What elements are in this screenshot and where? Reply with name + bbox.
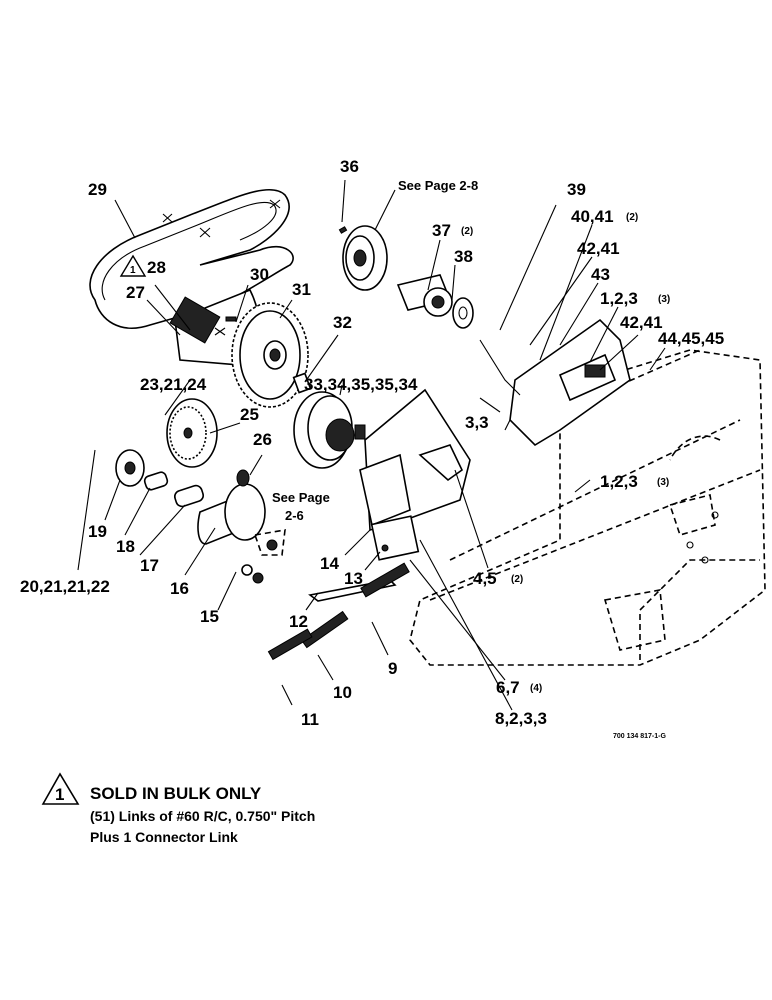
see-page-2-8: See Page 2-8 <box>398 178 478 193</box>
qty-40-41: (2) <box>626 212 638 223</box>
callout-32: 32 <box>333 313 352 332</box>
callout-27: 27 <box>126 283 145 302</box>
note-line-2: Plus 1 Connector Link <box>90 829 238 845</box>
v-belt <box>89 188 294 329</box>
callout-31: 31 <box>292 280 311 299</box>
callout-15: 15 <box>200 607 219 626</box>
callout-12: 12 <box>289 612 308 631</box>
figure-number: 700 134 817-1-G <box>613 733 666 740</box>
bulk-note: 1 SOLD IN BULK ONLY (51) Links of #60 R/… <box>41 772 315 845</box>
top-pulley-assembly <box>338 225 474 329</box>
callout-42-41-top: 42,41 <box>577 239 620 258</box>
see-page-2-6-line1: See Page <box>272 490 330 505</box>
qty-6-7: (4) <box>530 683 542 694</box>
callout-1-2-3-top: 1,2,3 <box>600 289 638 308</box>
qty-1-2-3-bottom: (3) <box>657 477 669 488</box>
callout-19: 19 <box>88 522 107 541</box>
callout-43: 43 <box>591 265 610 284</box>
callout-6-7: 6,7 <box>496 678 520 697</box>
callout-1-2-3-bottom: 1,2,3 <box>600 472 638 491</box>
callout-16: 16 <box>170 579 189 598</box>
callout-26: 26 <box>253 430 272 449</box>
page-references: See Page 2-8 See Page 2-6 <box>272 178 478 523</box>
callout-17: 17 <box>140 556 159 575</box>
callout-30: 30 <box>250 265 269 284</box>
callout-14: 14 <box>320 554 339 573</box>
callout-10: 10 <box>333 683 352 702</box>
large-sprocket <box>231 302 309 408</box>
callout-20-21-21-22: 20,21,21,22 <box>20 577 110 596</box>
callout-37: 37 <box>432 221 451 240</box>
qty-4-5: (2) <box>511 574 523 585</box>
leader-lines <box>77 179 666 711</box>
callout-25: 25 <box>240 405 259 424</box>
note-triangle-icon <box>41 772 80 805</box>
mounting-plate <box>359 388 471 561</box>
callout-8-2-3-3: 8,2,3,3 <box>495 709 547 728</box>
note-title: SOLD IN BULK ONLY <box>90 784 262 803</box>
qty-37: (2) <box>461 226 473 237</box>
lower-pulley-assembly <box>115 398 286 556</box>
bulk-marker-triangle: 1 <box>119 254 147 277</box>
qty-1-2-3-top: (3) <box>658 294 670 305</box>
note-symbol-number: 1 <box>55 785 64 804</box>
support-bracket <box>479 318 631 447</box>
callout-38: 38 <box>454 247 473 266</box>
header-frame <box>409 349 766 666</box>
callout-39: 39 <box>567 180 586 199</box>
see-page-2-6-line2: 2-6 <box>285 508 304 523</box>
callout-3-3: 3,3 <box>465 413 489 432</box>
callout-23-21-24: 23,21,24 <box>140 375 207 394</box>
callout-33-34-35: 33,34,35,35,34 <box>304 375 418 394</box>
tension-springs <box>241 562 410 661</box>
callout-11: 11 <box>301 710 319 729</box>
callout-44-45-45: 44,45,45 <box>658 329 724 348</box>
callout-42-41-bottom: 42,41 <box>620 313 663 332</box>
callout-13: 13 <box>344 569 363 588</box>
callout-18: 18 <box>116 537 135 556</box>
bulk-marker-number: 1 <box>130 265 136 276</box>
note-line-1: (51) Links of #60 R/C, 0.750" Pitch <box>90 808 315 824</box>
callout-4-5: 4,5 <box>473 569 497 588</box>
callout-28: 28 <box>147 258 166 277</box>
callout-40-41: 40,41 <box>571 207 614 226</box>
callout-9: 9 <box>388 659 397 678</box>
callout-29: 29 <box>88 180 107 199</box>
callout-36: 36 <box>340 157 359 176</box>
callout-labels: 36 29 39 37 (2) 38 40,41 (2) 42,41 43 1,… <box>20 157 724 729</box>
drive-gearbox <box>292 372 366 469</box>
